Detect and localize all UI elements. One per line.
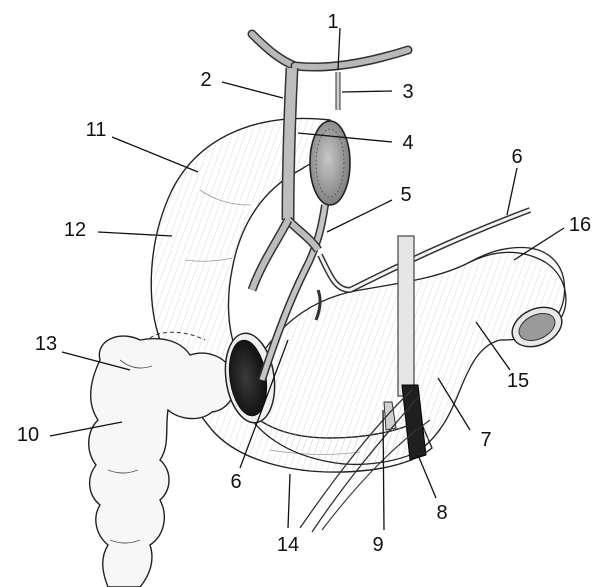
label-1: 1: [327, 11, 338, 33]
label-6b: 6: [230, 471, 241, 493]
label-5: 5: [400, 184, 411, 206]
colon: [89, 336, 235, 587]
leader-2: [222, 82, 283, 98]
label-16: 16: [569, 214, 591, 236]
label-10: 10: [17, 424, 39, 446]
leader-16: [514, 228, 564, 260]
pale-vessel: [398, 236, 414, 396]
label-8: 8: [436, 502, 447, 524]
label-14: 14: [277, 534, 299, 556]
label-2: 2: [200, 69, 211, 91]
leader-11: [112, 137, 198, 172]
label-15: 15: [507, 370, 529, 392]
leader-5: [327, 200, 392, 232]
leader-8: [418, 455, 436, 498]
label-11: 11: [86, 119, 107, 141]
label-9: 9: [372, 534, 383, 556]
leader-6a: [507, 168, 517, 215]
leader-14: [288, 474, 290, 528]
label-4: 4: [402, 132, 413, 154]
label-6a: 6: [511, 146, 522, 168]
label-13: 13: [35, 333, 57, 355]
leader-3: [342, 91, 392, 92]
label-12: 12: [64, 219, 86, 241]
label-7: 7: [480, 429, 491, 451]
label-3: 3: [402, 81, 413, 103]
colon-outline: [89, 336, 235, 587]
